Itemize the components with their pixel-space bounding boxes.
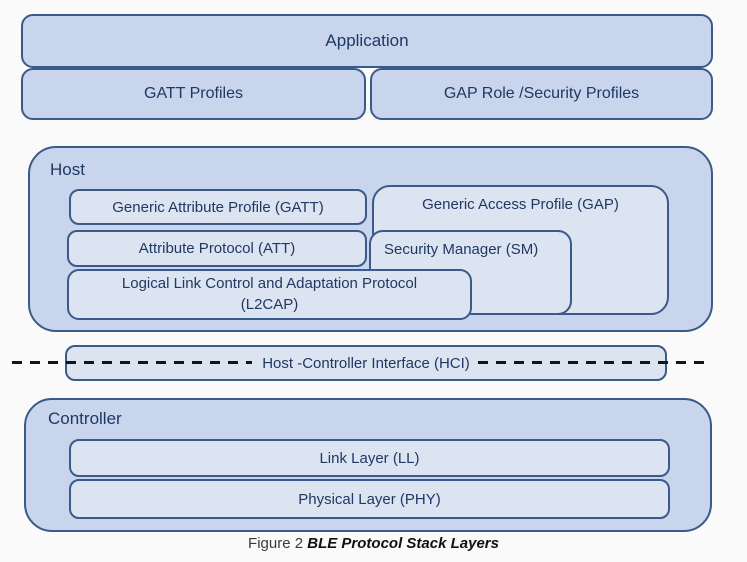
figure-caption-title: BLE Protocol Stack Layers	[307, 535, 499, 552]
figure-caption: Figure 2 BLE Protocol Stack Layers	[0, 535, 747, 552]
security-manager-label: Security Manager (SM)	[384, 241, 539, 258]
generic-access-profile-label: Generic Access Profile (GAP)	[422, 196, 619, 213]
l2cap-box: Logical Link Control and Adaptation Prot…	[67, 269, 472, 320]
gatt-profiles-box: GATT Profiles	[21, 68, 366, 120]
hci-dashed-line-right	[478, 361, 710, 364]
host-container-box: Host Generic Access Profile (GAP) Generi…	[28, 146, 713, 332]
physical-layer-box: Physical Layer (PHY)	[69, 479, 670, 519]
controller-container-box: Controller Link Layer (LL) Physical Laye…	[24, 398, 712, 532]
host-label: Host	[50, 160, 85, 179]
application-layer-box: Application	[21, 14, 713, 68]
link-layer-box: Link Layer (LL)	[69, 439, 670, 477]
controller-label: Controller	[48, 409, 122, 428]
gap-role-security-profiles-box: GAP Role /Security Profiles	[370, 68, 713, 120]
generic-attribute-profile-box: Generic Attribute Profile (GATT)	[69, 189, 367, 225]
l2cap-label-line1: Logical Link Control and Adaptation Prot…	[121, 275, 418, 293]
l2cap-label-line2: (L2CAP)	[240, 295, 299, 313]
figure-caption-prefix: Figure 2	[248, 535, 308, 552]
hci-dashed-line-left	[12, 361, 252, 364]
attribute-protocol-box: Attribute Protocol (ATT)	[67, 230, 367, 267]
